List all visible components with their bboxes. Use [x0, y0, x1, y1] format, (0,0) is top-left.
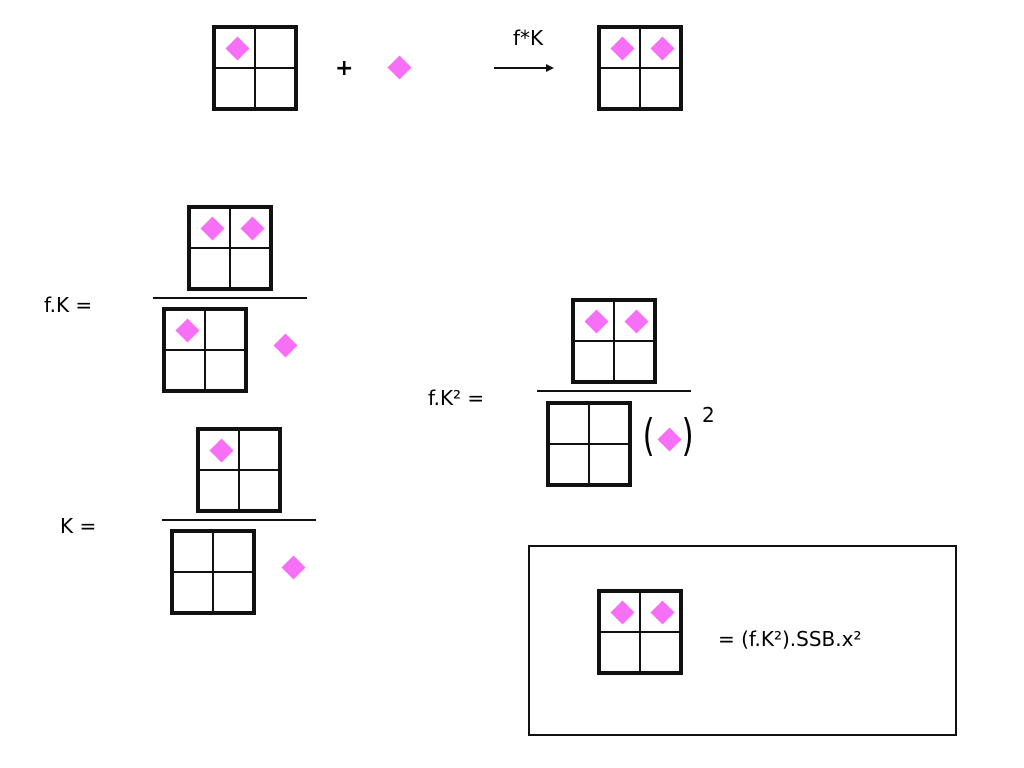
- reaction-arrow: [494, 64, 554, 72]
- k-denominator-grid: [170, 529, 256, 615]
- grid-cell: [215, 28, 255, 68]
- fk-free-diamond-icon: [273, 333, 298, 358]
- k-numerator-grid: [196, 427, 282, 513]
- grid-cell: [239, 470, 279, 510]
- plus-sign: +: [335, 56, 354, 81]
- grid-cell: [173, 532, 213, 572]
- fk2-paren-open: (: [642, 410, 655, 461]
- diamond-icon: [584, 309, 609, 334]
- grid-cell: [640, 28, 680, 68]
- k-free-diamond-icon: [281, 555, 306, 580]
- grid-cell: [230, 208, 270, 248]
- grid-cell: [600, 28, 640, 68]
- grid-cell: [190, 248, 230, 288]
- k-label: K =: [60, 514, 97, 538]
- grid-cell: [549, 444, 589, 484]
- fk2-label: f.K² =: [428, 386, 485, 410]
- grid-cell: [600, 68, 640, 108]
- fk-denominator-grid: [162, 307, 248, 393]
- grid-cell: [199, 430, 239, 470]
- grid-cell: [255, 28, 295, 68]
- grid-cell: [589, 444, 629, 484]
- diamond-icon: [200, 216, 225, 241]
- grid-cell: [215, 68, 255, 108]
- grid-cell: [589, 404, 629, 444]
- grid-cell: [574, 341, 614, 381]
- grid-cell: [199, 470, 239, 510]
- diamond-icon: [209, 438, 234, 463]
- grid-cell: [239, 430, 279, 470]
- fk2-free-diamond-icon: [657, 427, 682, 452]
- fk-label: f.K =: [44, 293, 93, 317]
- grid-cell: [600, 632, 640, 672]
- free-diamond-icon: [387, 55, 412, 80]
- fk2-fraction-line: [537, 390, 691, 392]
- diamond-icon: [650, 600, 675, 625]
- fk2-paren-close: ): [681, 410, 694, 461]
- fk2-numerator-grid: [571, 298, 657, 384]
- grid-cell: [614, 301, 654, 341]
- diamond-icon: [650, 36, 675, 61]
- grid-cell: [165, 310, 205, 350]
- result-grid: [597, 589, 683, 675]
- grid-cell: [213, 572, 253, 612]
- diamond-icon: [624, 309, 649, 334]
- grid-cell: [205, 350, 245, 390]
- grid-cell: [173, 572, 213, 612]
- result-expression: = (f.K²).SSB.x²: [718, 627, 862, 651]
- diamond-icon: [610, 600, 635, 625]
- grid-cell: [255, 68, 295, 108]
- product-grid-double: [597, 25, 683, 111]
- diamond-icon: [610, 36, 635, 61]
- fk-fraction-line: [153, 297, 307, 299]
- k-fraction-line: [162, 519, 316, 521]
- fk2-denominator-grid: [546, 401, 632, 487]
- fk2-exponent: 2: [702, 403, 715, 427]
- grid-cell: [549, 404, 589, 444]
- grid-cell: [614, 341, 654, 381]
- grid-cell: [230, 248, 270, 288]
- arrow-label: f*K: [513, 26, 544, 50]
- diamond-icon: [225, 36, 250, 61]
- grid-cell: [165, 350, 205, 390]
- grid-cell: [640, 592, 680, 632]
- fk-numerator-grid: [187, 205, 273, 291]
- diamond-icon: [240, 216, 265, 241]
- diamond-icon: [175, 318, 200, 343]
- grid-cell: [213, 532, 253, 572]
- grid-cell: [205, 310, 245, 350]
- grid-cell: [574, 301, 614, 341]
- grid-cell: [190, 208, 230, 248]
- grid-cell: [600, 592, 640, 632]
- grid-cell: [640, 68, 680, 108]
- reactant-grid-single: [212, 25, 298, 111]
- result-box: [528, 545, 957, 736]
- grid-cell: [640, 632, 680, 672]
